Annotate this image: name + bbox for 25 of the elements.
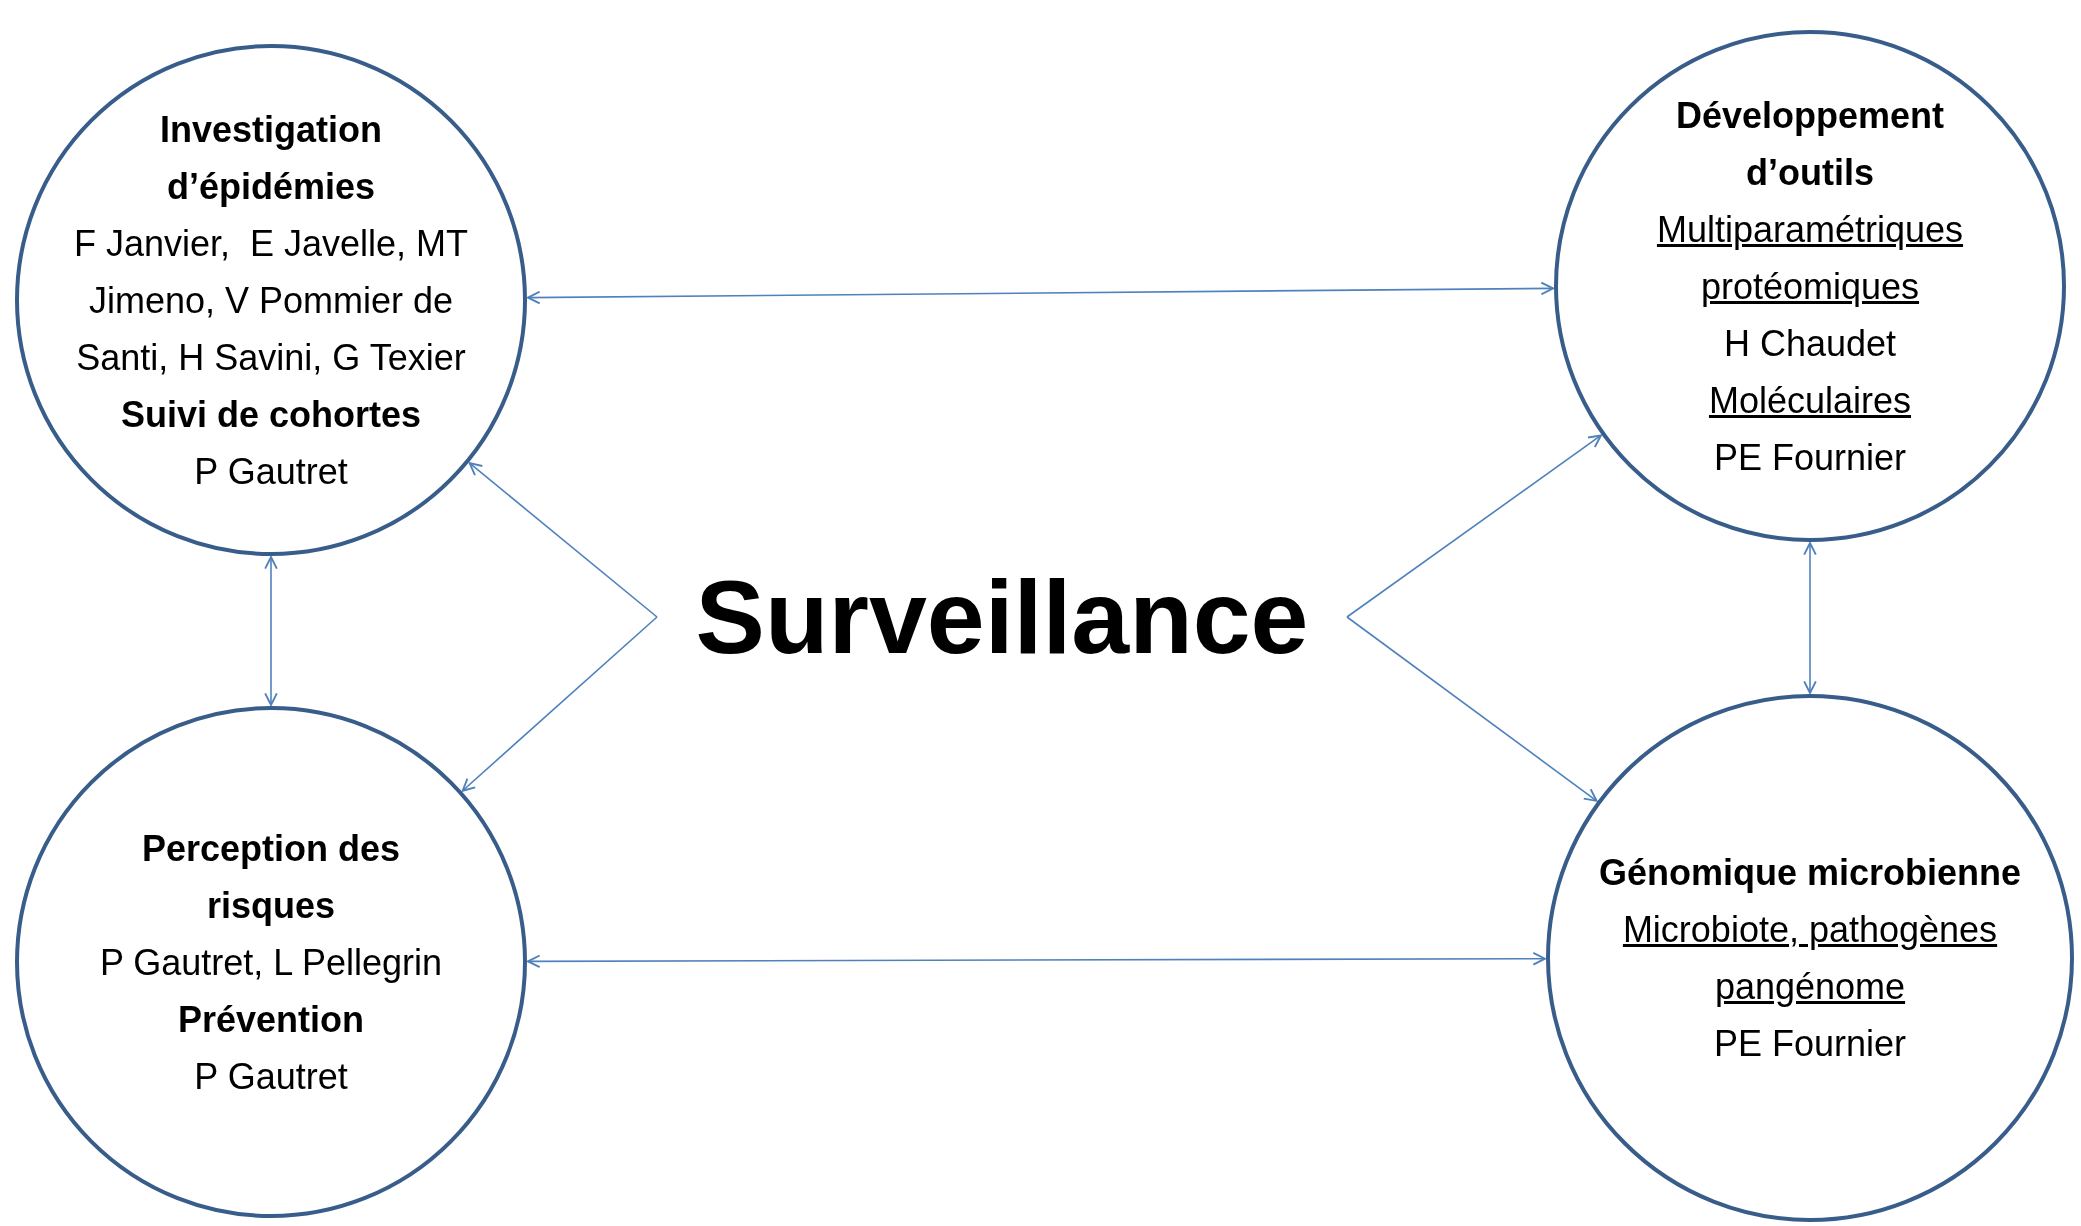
names-text: P Gautret xyxy=(194,449,348,494)
names-text: H Chaudet xyxy=(1723,321,1897,366)
arrow xyxy=(1803,542,1817,694)
arrow xyxy=(468,462,658,618)
topic-heading: Développement d’outils xyxy=(1674,93,1946,195)
arrow xyxy=(1346,434,1602,618)
names-text: P Gautret xyxy=(194,1054,348,1099)
names-text: P Gautret, L Pellegrin xyxy=(99,940,443,985)
subtopic-text: Multiparamétriques protéomiques xyxy=(1655,207,1965,309)
arrow xyxy=(527,281,1554,305)
topic-heading: Suivi de cohortes xyxy=(120,392,422,437)
topic-heading: Perception des risques xyxy=(141,826,401,928)
topic-heading: Génomique microbienne xyxy=(1598,851,2022,895)
topic-heading: Investigation d’épidémies xyxy=(159,107,383,209)
arrow xyxy=(461,616,658,792)
title-text: Surveillance xyxy=(695,559,1309,675)
subtopic-text: Moléculaires xyxy=(1708,378,1912,423)
topic-heading: Prévention xyxy=(177,997,364,1042)
names-text: PE Fournier xyxy=(1713,1022,1907,1066)
subtopic-text: Microbiote, pathogènes pangénome xyxy=(1621,908,1999,1009)
arrow xyxy=(527,951,1546,969)
arrow xyxy=(264,556,278,706)
names-text: PE Fournier xyxy=(1713,435,1907,480)
arrow xyxy=(1346,616,1598,802)
names-text: F Janvier, E Javelle, MT Jimeno, V Pommier de Santi, H Savini, G Texier xyxy=(72,221,470,380)
